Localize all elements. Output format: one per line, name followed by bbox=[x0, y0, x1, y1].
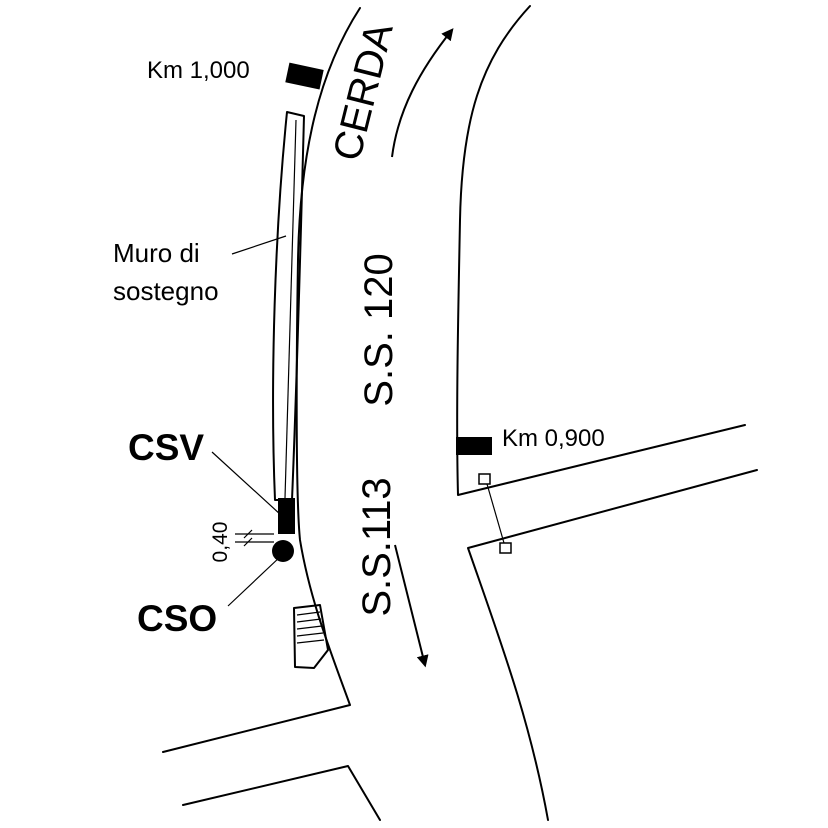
small-post-upper bbox=[478, 473, 491, 485]
road-label-cerda: CERDA bbox=[325, 18, 402, 165]
km-0900-label: Km 0,900 bbox=[502, 425, 605, 452]
road-edge-right-lower bbox=[467, 469, 758, 821]
direction-arrow-ss113 bbox=[394, 544, 429, 668]
dimension-label: 0,40 bbox=[209, 522, 232, 563]
wall-label-line1: Muro di bbox=[113, 238, 200, 268]
km-0900-marker bbox=[456, 437, 492, 455]
csv-leader-line bbox=[211, 451, 282, 516]
csv-label: CSV bbox=[128, 427, 204, 468]
csv-marker bbox=[278, 498, 295, 534]
lower-wall-hatching bbox=[296, 611, 325, 644]
post-connector-line bbox=[486, 483, 505, 544]
dimension-marks bbox=[235, 529, 274, 547]
lower-wall-segment bbox=[293, 604, 329, 669]
road-edge-right-upper bbox=[456, 5, 746, 496]
road-edge-bottom bbox=[182, 765, 381, 821]
road-label-ss113: S.S.113 bbox=[355, 477, 399, 616]
wall-label-line2: sostegno bbox=[113, 276, 219, 306]
km-1000-marker bbox=[285, 62, 324, 90]
cso-leader-line bbox=[227, 555, 282, 607]
wall-leader-line bbox=[231, 235, 287, 255]
direction-arrow-cerda bbox=[391, 28, 454, 158]
retaining-wall-inner-line bbox=[284, 119, 297, 499]
km-1000-label: Km 1,000 bbox=[147, 57, 250, 84]
small-post-lower bbox=[499, 542, 512, 554]
road-label-ss120: S.S. 120 bbox=[357, 253, 401, 406]
road-edge-left bbox=[162, 7, 361, 753]
cso-marker bbox=[272, 540, 294, 562]
cso-label: CSO bbox=[137, 598, 217, 639]
retaining-wall bbox=[272, 111, 305, 501]
